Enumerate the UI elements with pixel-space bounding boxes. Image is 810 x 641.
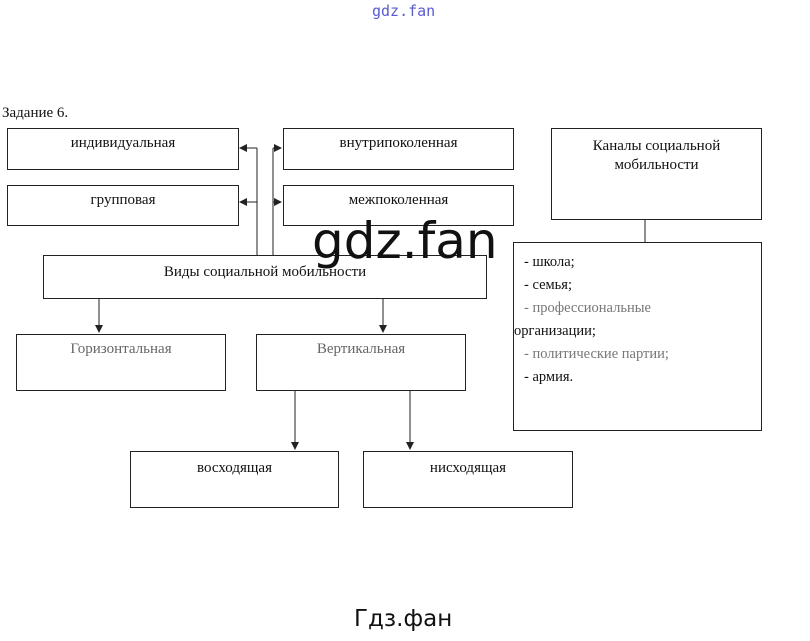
- box-ascending: восходящая: [130, 451, 339, 508]
- box-individual: индивидуальная: [7, 128, 239, 170]
- channel-item: - профессиональные: [524, 300, 651, 316]
- box-types: Виды социальной мобильности: [43, 255, 487, 299]
- box-channels: Каналы социальной мобильности: [551, 128, 762, 220]
- box-group: групповая: [7, 185, 239, 226]
- channel-item: - школа;: [524, 254, 575, 270]
- channel-item: - армия.: [524, 369, 574, 385]
- channel-item: - семья;: [524, 277, 572, 293]
- watermark-center: gdz.fan: [312, 212, 498, 270]
- channel-item: - политические партии;: [524, 346, 669, 362]
- box-intergenerational: межпоколенная: [283, 185, 514, 226]
- box-horizontal: Горизонтальная: [16, 334, 226, 391]
- watermark-top: gdz.fan: [372, 2, 436, 20]
- watermark-bottom: Гдз.фан: [354, 606, 453, 632]
- channel-item: организации;: [514, 323, 596, 339]
- box-descending: нисходящая: [363, 451, 573, 508]
- box-channels-list: - школа; - семья; - профессиональные орг…: [513, 242, 762, 431]
- box-intragenerational: внутрипоколенная: [283, 128, 514, 170]
- box-vertical: Вертикальная: [256, 334, 466, 391]
- task-title: Задание 6.: [2, 105, 69, 121]
